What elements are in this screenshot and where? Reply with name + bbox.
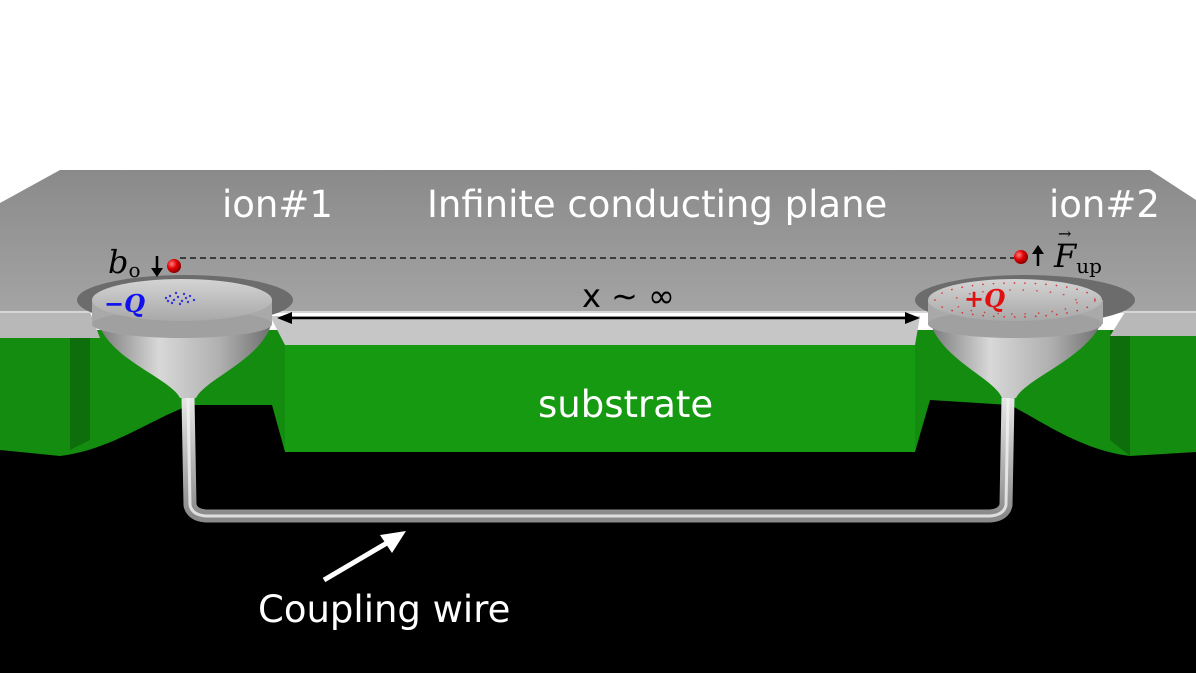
wire-pointer-arrow — [322, 531, 406, 583]
plane-label: Infinite conducting plane — [427, 183, 888, 226]
substrate-label: substrate — [538, 383, 714, 426]
force-label: Fup — [1054, 226, 1102, 278]
ion1-label: ion#1 — [222, 183, 333, 226]
left-electrode — [92, 279, 272, 398]
ion2-label: ion#2 — [1049, 183, 1160, 226]
distance-label: x ∼ ∞ — [582, 277, 675, 315]
b-subscript: o — [128, 258, 141, 282]
ion2-marker — [1014, 250, 1028, 264]
negative-charge-label: −Q — [104, 289, 146, 318]
positive-charge-label: +Q — [964, 284, 1006, 313]
distance-arrow — [277, 312, 920, 324]
ion1-marker — [167, 259, 181, 273]
wire-label: Coupling wire — [258, 588, 511, 631]
right-electrode — [928, 279, 1103, 398]
b-symbol: b — [108, 243, 129, 281]
force-symbol: F — [1054, 226, 1076, 272]
b-label: bo — [108, 246, 141, 280]
force-subscript: up — [1076, 254, 1102, 278]
force-up-arrow — [1032, 245, 1044, 266]
conducting-plane — [0, 170, 1196, 312]
b-down-arrow — [151, 256, 163, 277]
